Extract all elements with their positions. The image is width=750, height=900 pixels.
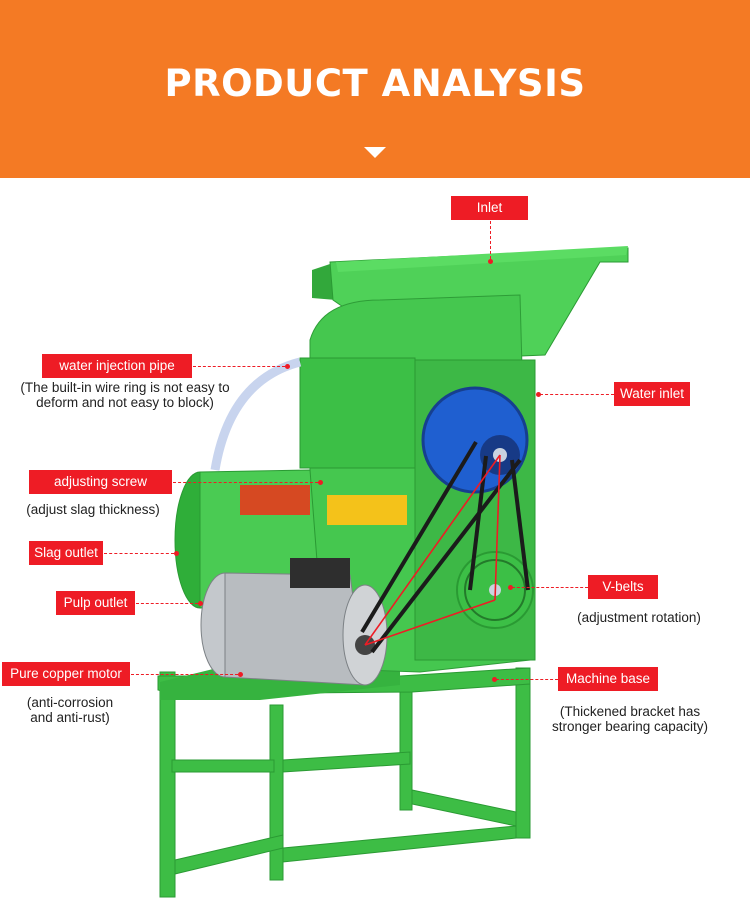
label-adjusting-screw: adjusting screw (29, 470, 172, 494)
leader-line-v-belts (512, 587, 588, 588)
marker-dot-machine-base (492, 677, 497, 682)
leader-line-water-injection-pipe (193, 366, 285, 367)
note-base-1: (Thickened bracket has (559, 704, 701, 719)
note-v-belts: (adjustment rotation) (577, 610, 701, 625)
label-inlet: Inlet (451, 196, 528, 220)
leader-line-water-inlet (540, 394, 614, 395)
marker-dot-water-inlet (536, 392, 541, 397)
label-slag-outlet: Slag outlet (29, 541, 103, 565)
page-title: PRODUCT ANALYSIS (164, 62, 586, 105)
marker-dot-adjusting-screw (318, 480, 323, 485)
note-motor-2: and anti-rust) (30, 710, 110, 725)
marker-dot-slag-outlet (174, 551, 179, 556)
header-banner: PRODUCT ANALYSIS (0, 0, 750, 178)
label-pulp-outlet: Pulp outlet (56, 591, 135, 615)
label-v-belts: V-belts (588, 575, 658, 599)
leader-line-machine-base (496, 679, 558, 680)
belt-highlight-lines (364, 454, 501, 646)
note-motor-1: (anti-corrosion (26, 695, 114, 710)
water-pipe (210, 357, 302, 471)
down-arrow-icon (364, 147, 386, 158)
note-water-injection-1: (The built-in wire ring is not easy to (20, 380, 230, 395)
note-water-injection-2: deform and not easy to block) (36, 395, 214, 410)
leader-line-slag-outlet (104, 553, 174, 554)
marker-dot-inlet (488, 259, 493, 264)
marker-dot-pure-copper-motor (238, 672, 243, 677)
machine-stand (157, 667, 531, 898)
leader-line-pure-copper-motor (131, 674, 238, 675)
marker-dot-water-injection-pipe (285, 364, 290, 369)
marker-dot-pulp-outlet (198, 601, 203, 606)
leader-line-pulp-outlet (136, 603, 198, 604)
marker-dot-v-belts (508, 585, 513, 590)
note-base-2: stronger bearing capacity) (551, 719, 709, 734)
machine-illustration (157, 246, 629, 898)
label-pure-copper-motor: Pure copper motor (2, 662, 130, 686)
note-adjusting-screw: (adjust slag thickness) (26, 502, 160, 517)
label-water-inlet: Water inlet (614, 382, 690, 406)
label-water-injection-pipe: water injection pipe (42, 354, 192, 378)
label-machine-base: Machine base (558, 667, 658, 691)
leader-line-inlet (490, 221, 491, 259)
electric-motor (200, 558, 388, 686)
leader-line-adjusting-screw (173, 482, 318, 483)
